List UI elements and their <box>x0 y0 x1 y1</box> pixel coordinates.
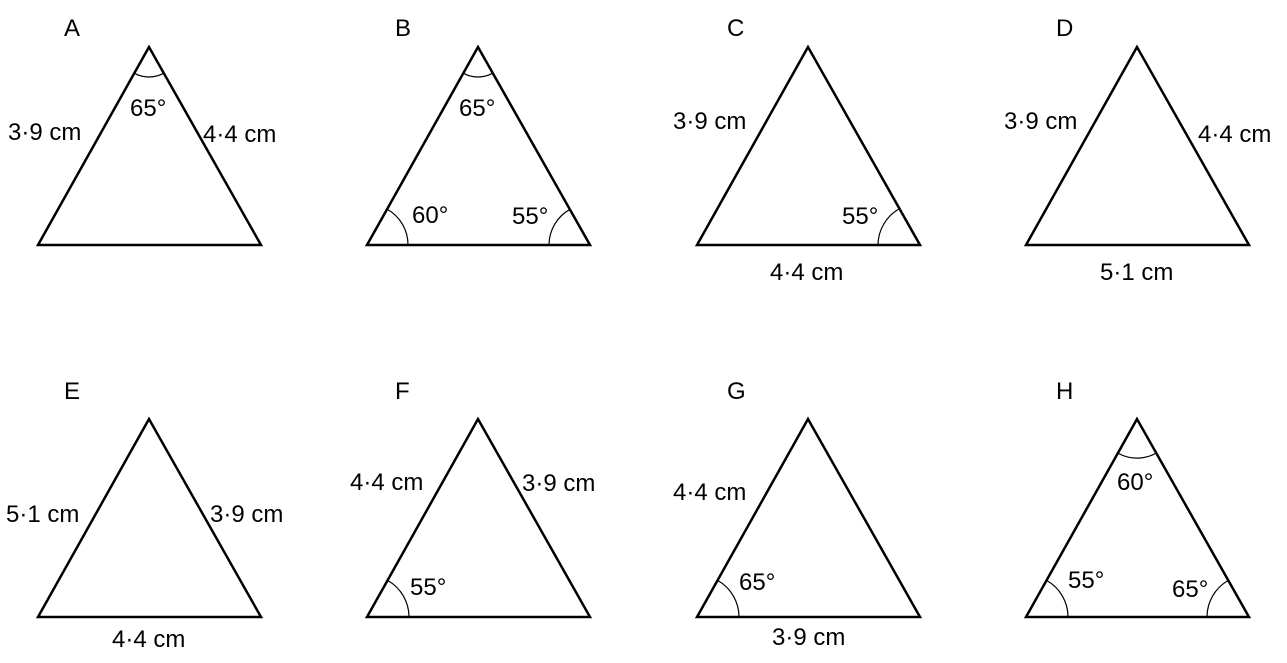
right-side-label: 4·4 cm <box>203 121 276 148</box>
angle-arc-top <box>1117 452 1157 459</box>
triangle-figure-f: F 4·4 cm 3·9 cm 55° <box>350 378 595 619</box>
triangle-figure-g: G 4·4 cm 65° 3·9 cm <box>673 378 923 651</box>
figure-title-h: H <box>1056 378 1073 405</box>
angle-arc-bottom-left <box>717 579 740 618</box>
left-side-label: 4·4 cm <box>350 469 423 496</box>
base-label: 5·1 cm <box>1100 259 1173 286</box>
top-angle-label: 65° <box>130 95 166 122</box>
base-label: 4·4 cm <box>770 259 843 286</box>
bottom-left-angle-label: 65° <box>739 569 775 596</box>
angle-arc-top <box>134 72 164 78</box>
triangle-g <box>694 416 923 619</box>
bottom-left-angle-label: 60° <box>412 202 448 229</box>
angle-arc-bottom-left <box>387 579 410 618</box>
bottom-right-angle-label: 55° <box>842 203 878 230</box>
right-side-label: 3·9 cm <box>210 501 283 528</box>
left-side-label: 3·9 cm <box>673 108 746 135</box>
angle-arc-bottom-right <box>877 208 900 246</box>
left-side-label: 3·9 cm <box>1004 108 1077 135</box>
right-side-label: 3·9 cm <box>522 470 595 497</box>
figure-title-f: F <box>395 378 410 405</box>
top-angle-label: 60° <box>1117 469 1153 496</box>
triangle-figure-a: A 65° 3·9 cm 4·4 cm <box>8 15 276 247</box>
bottom-right-angle-label: 55° <box>512 203 548 230</box>
triangle-e <box>35 416 264 619</box>
base-label: 3·9 cm <box>772 624 845 651</box>
figure-title-a: A <box>64 15 80 42</box>
triangle-a <box>35 44 264 247</box>
angle-arc-bottom-left <box>1046 579 1069 618</box>
triangle-figure-c: C 3·9 cm 55° 4·4 cm <box>673 15 923 286</box>
left-side-label: 3·9 cm <box>8 119 81 146</box>
triangle-h <box>1023 416 1252 619</box>
triangle-figure-b: B 65° 60° 55° <box>364 15 593 247</box>
base-label: 4·4 cm <box>112 626 185 653</box>
triangle-d <box>1023 44 1252 247</box>
triangle-c <box>694 44 923 247</box>
angle-arc-top <box>463 72 493 78</box>
figure-title-g: G <box>727 378 746 405</box>
left-side-label: 5·1 cm <box>6 501 79 528</box>
bottom-left-angle-label: 55° <box>1068 567 1104 594</box>
triangle-figure-h: H 60° 55° 65° <box>1023 378 1252 619</box>
angle-arc-bottom-right <box>548 208 571 246</box>
right-side-label: 4·4 cm <box>1198 121 1271 148</box>
bottom-left-angle-label: 55° <box>410 574 446 601</box>
bottom-right-angle-label: 65° <box>1172 576 1208 603</box>
triangle-figure-e: E 5·1 cm 3·9 cm 4·4 cm <box>6 378 283 653</box>
top-angle-label: 65° <box>459 95 495 122</box>
triangle-b <box>364 44 593 247</box>
figure-title-c: C <box>727 15 744 42</box>
angle-arc-bottom-right <box>1206 579 1229 618</box>
figure-title-b: B <box>395 15 411 42</box>
triangle-figure-d: D 3·9 cm 4·4 cm 5·1 cm <box>1004 15 1271 286</box>
left-side-label: 4·4 cm <box>673 479 746 506</box>
triangle-f <box>364 416 593 619</box>
figure-title-d: D <box>1056 15 1073 42</box>
angle-arc-bottom-left <box>386 208 409 246</box>
figure-title-e: E <box>64 378 80 405</box>
